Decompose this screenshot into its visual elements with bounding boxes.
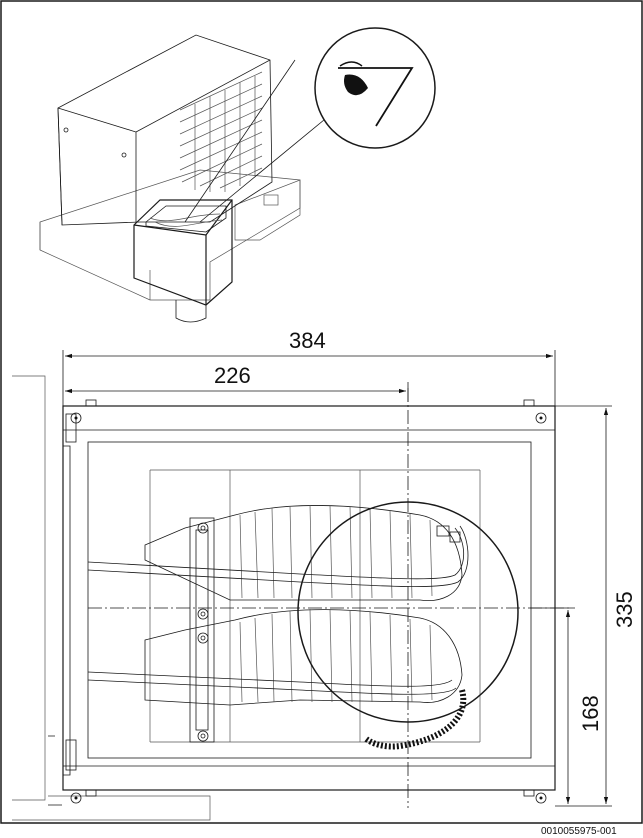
frame-inner (87, 441, 532, 759)
dimension-lines (62, 350, 612, 807)
screw (63, 127, 69, 133)
dim-overall-height: 335 (612, 591, 637, 628)
plan-view (12, 375, 570, 821)
drawing-code: 0010055975-001 (541, 826, 617, 837)
magnifier-circle (314, 27, 436, 149)
dim-overall-width: 384 (289, 328, 326, 353)
corrugated-hose (363, 689, 467, 750)
insulated-pipe-lower (144, 608, 463, 706)
fasteners (70, 399, 547, 804)
eye-icon (338, 61, 414, 127)
dim-partial-height: 168 (578, 695, 603, 732)
insulated-pipe-upper (144, 504, 463, 602)
mounting-bracket (189, 517, 215, 743)
dim-partial-width: 226 (214, 363, 251, 388)
screw (121, 152, 127, 158)
frame-outer (62, 405, 556, 791)
label-plate (263, 194, 279, 206)
isometric-unit-view (39, 27, 436, 323)
hoses (87, 525, 469, 695)
grille (179, 71, 263, 192)
